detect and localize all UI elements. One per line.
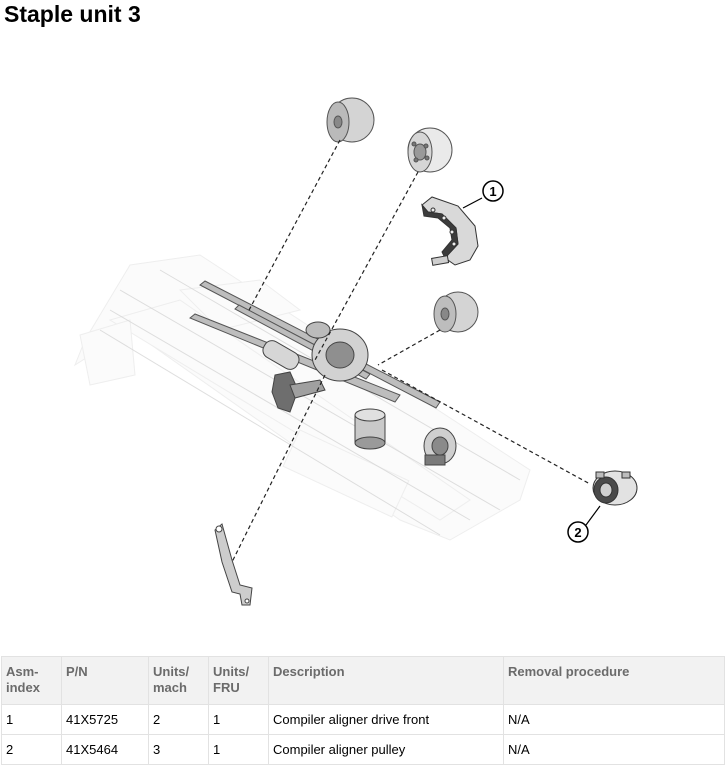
svg-text:2: 2: [574, 525, 581, 540]
header-removal-procedure: Removal procedure: [503, 656, 725, 705]
cell-units-fru: 1: [208, 734, 269, 765]
header-pn: P/N: [61, 656, 149, 705]
header-description: Description: [268, 656, 504, 705]
parts-table: Asm- index P/N Units/ mach Units/ FRU De…: [1, 656, 725, 765]
roller-middle: [433, 291, 479, 333]
cell-asm-index: 2: [1, 734, 62, 765]
bearing-roller: [407, 127, 453, 173]
explosion-lines: [231, 139, 591, 563]
exploded-parts-illustration: 1 2: [73, 97, 638, 606]
compiler-aligner-pulley-part: [592, 470, 638, 506]
header-units-mach: Units/ mach: [148, 656, 209, 705]
sensor-assembly: [423, 427, 457, 466]
table-row: 2 41X5464 3 1 Compiler aligner pulley N/…: [1, 734, 725, 765]
cell-removal-procedure: N/A: [503, 734, 725, 765]
header-asm-index: Asm- index: [1, 656, 62, 705]
table-header-row: Asm- index P/N Units/ mach Units/ FRU De…: [1, 656, 725, 705]
callout-1: 1: [462, 180, 504, 209]
cell-description: Compiler aligner drive front: [268, 704, 504, 735]
table-row: 1 41X5725 2 1 Compiler aligner drive fro…: [1, 704, 725, 735]
callout-2: 2: [567, 505, 601, 543]
page-title: Staple unit 3: [4, 1, 141, 27]
cell-description: Compiler aligner pulley: [268, 734, 504, 765]
cell-units-fru: 1: [208, 704, 269, 735]
cell-asm-index: 1: [1, 704, 62, 735]
motor: [354, 408, 386, 450]
lever-bracket: [214, 523, 253, 606]
compiler-aligner-drive-front-part: [421, 196, 479, 266]
cell-units-mach: 2: [148, 704, 209, 735]
drive-mechanism: [262, 321, 369, 413]
roller-top: [326, 97, 375, 143]
cell-pn: 41X5725: [61, 704, 149, 735]
cell-removal-procedure: N/A: [503, 704, 725, 735]
header-units-fru: Units/ FRU: [208, 656, 269, 705]
cell-units-mach: 3: [148, 734, 209, 765]
svg-text:1: 1: [489, 184, 496, 199]
cell-pn: 41X5464: [61, 734, 149, 765]
